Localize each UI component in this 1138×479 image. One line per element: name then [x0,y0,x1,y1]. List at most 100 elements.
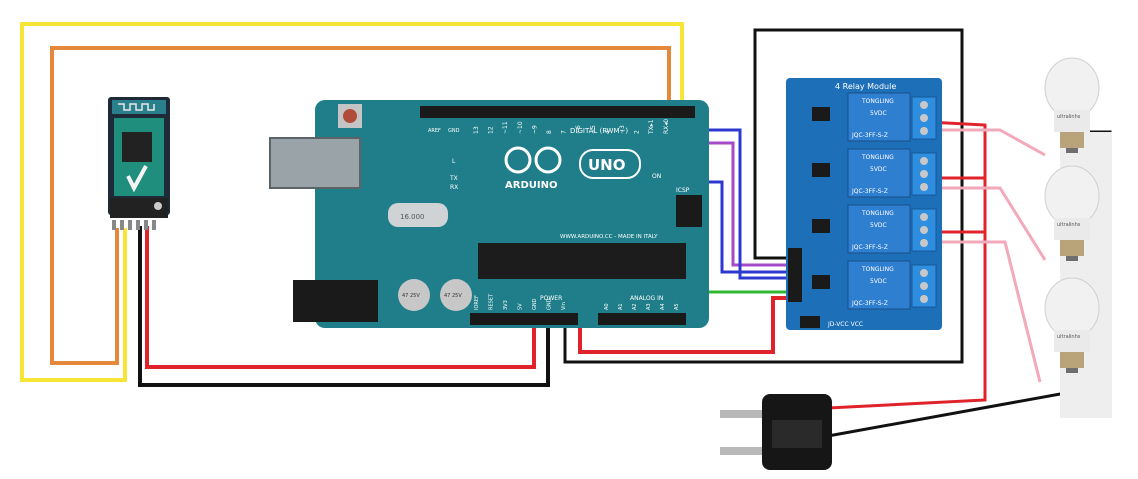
atmega-chip [478,243,686,279]
rx-label: RX [450,184,458,191]
relay-voltage: 5VDC [870,166,887,173]
wire-red-mains-live [827,120,987,410]
capacitor-label-2: 47 25V [444,293,462,299]
light-bulb: ultralinhs [1044,277,1100,373]
bulb-glass [1044,165,1100,227]
power-pin-label: IOREF [474,295,480,310]
uno-badge [579,149,641,179]
relay-brand: TONGLING [861,210,894,217]
relay-voltage: 5VDC [870,278,887,285]
digital-pin-label: 7 [561,130,568,134]
analog-pin-label: A0 [604,303,610,310]
digital-pin-label: ~11 [502,121,509,134]
power-header [470,313,578,325]
relay-part: JQC-3FF-S-Z [851,132,888,139]
wire-pink-bulb-1 [928,128,1046,157]
arduino-brand: ARDUINO [505,180,557,191]
usb-connector [269,137,361,189]
capacitor-label-1: 47 25V [402,293,420,299]
digital-label: DIGITAL (PWM~) [570,127,628,135]
bulb-glass [1044,277,1100,339]
relay-module-title: 4 Relay Module [835,82,896,91]
relay-part: JQC-3FF-S-Z [851,244,888,251]
bulb-label: ultralinhs [1057,334,1081,340]
icsp-label: ICSP [676,187,690,194]
optocoupler [812,107,830,121]
wire-orange-bt-tx [50,46,671,365]
bulb-base [1060,132,1084,148]
capacitor-1 [398,279,430,311]
terminal-screw [920,282,928,290]
digital-pin-label: 13 [473,126,480,134]
terminal-screw [920,170,928,178]
bulb-glass [1044,57,1100,119]
relay-voltage: 5VDC [870,110,887,117]
arduino-model: UNO [588,156,626,174]
analog-label: ANALOG IN [630,295,663,302]
wire-red-bt-vcc [145,226,536,369]
terminal-screw [920,269,928,277]
power-plug [720,394,832,470]
bulb-label: ultralinhs [1057,222,1081,228]
relay-body [847,148,911,198]
digital-header [420,106,695,118]
relay-body [847,92,911,142]
crystal [388,203,448,227]
bulbs: ultralinhs ultralinhs ultralinhs [1044,57,1100,373]
wire-pink-bulb-2 [928,186,1047,261]
relay-part: JQC-3FF-S-Z [851,300,888,307]
relay-body [847,204,911,254]
digital-pin-label: ~3 [619,125,626,134]
bulb-neck [1054,110,1090,132]
power-label: POWER [540,295,562,302]
digital-pin-label: 2 [634,130,641,134]
power-pin-label: 5V [518,303,524,310]
optocoupler [812,219,830,233]
wire-black-bt-gnd [138,226,550,387]
arduino-uno-board [269,100,709,328]
terminal-screw [920,295,928,303]
relay-voltage: 5VDC [870,222,887,229]
digital-pin-label: ~6 [575,125,582,134]
bulb-tip [1066,148,1078,153]
power-pin-label: GND [547,298,553,310]
bluetooth-module [108,97,170,230]
dc-jack [293,280,378,322]
light-bulb: ultralinhs [1044,57,1100,153]
digital-pin-label: 8 [546,130,553,134]
relay: TONGLING 5VDC JQC-3FF-S-Z [812,204,937,254]
bulb-neck [1054,330,1090,352]
capacitor-2 [440,279,472,311]
crystal-label: 16.000 [400,213,425,221]
bulb-base [1060,352,1084,368]
light-bulb: ultralinhs [1044,165,1100,261]
bulb-tip [1066,368,1078,373]
relay-part: JQC-3FF-S-Z [851,188,888,195]
relay-brand: TONGLING [861,266,894,273]
analog-pin-label: A1 [618,303,624,310]
relay-brand: TONGLING [861,98,894,105]
bulb-label: ultralinhs [1057,114,1081,120]
bulb-neck [1054,218,1090,240]
wire-pink-bulb-3 [928,240,1042,383]
terminal-screw [920,183,928,191]
relay-body [847,260,911,310]
icsp-header [676,195,702,227]
digital-pin-label: RX◂0 [663,119,670,134]
analog-header [598,313,686,325]
l-label: L [452,158,456,165]
wire-black-arduino-relay-gnd [563,28,964,364]
terminal-screw [920,127,928,135]
terminal-screw [920,213,928,221]
relay: TONGLING 5VDC JQC-3FF-S-Z [812,92,937,142]
digital-pin-label: ~5 [590,125,597,134]
digital-pin-label: 12 [488,126,495,134]
digital-pin-label: 4 [604,130,611,134]
relay: TONGLING 5VDC JQC-3FF-S-Z [812,260,937,310]
